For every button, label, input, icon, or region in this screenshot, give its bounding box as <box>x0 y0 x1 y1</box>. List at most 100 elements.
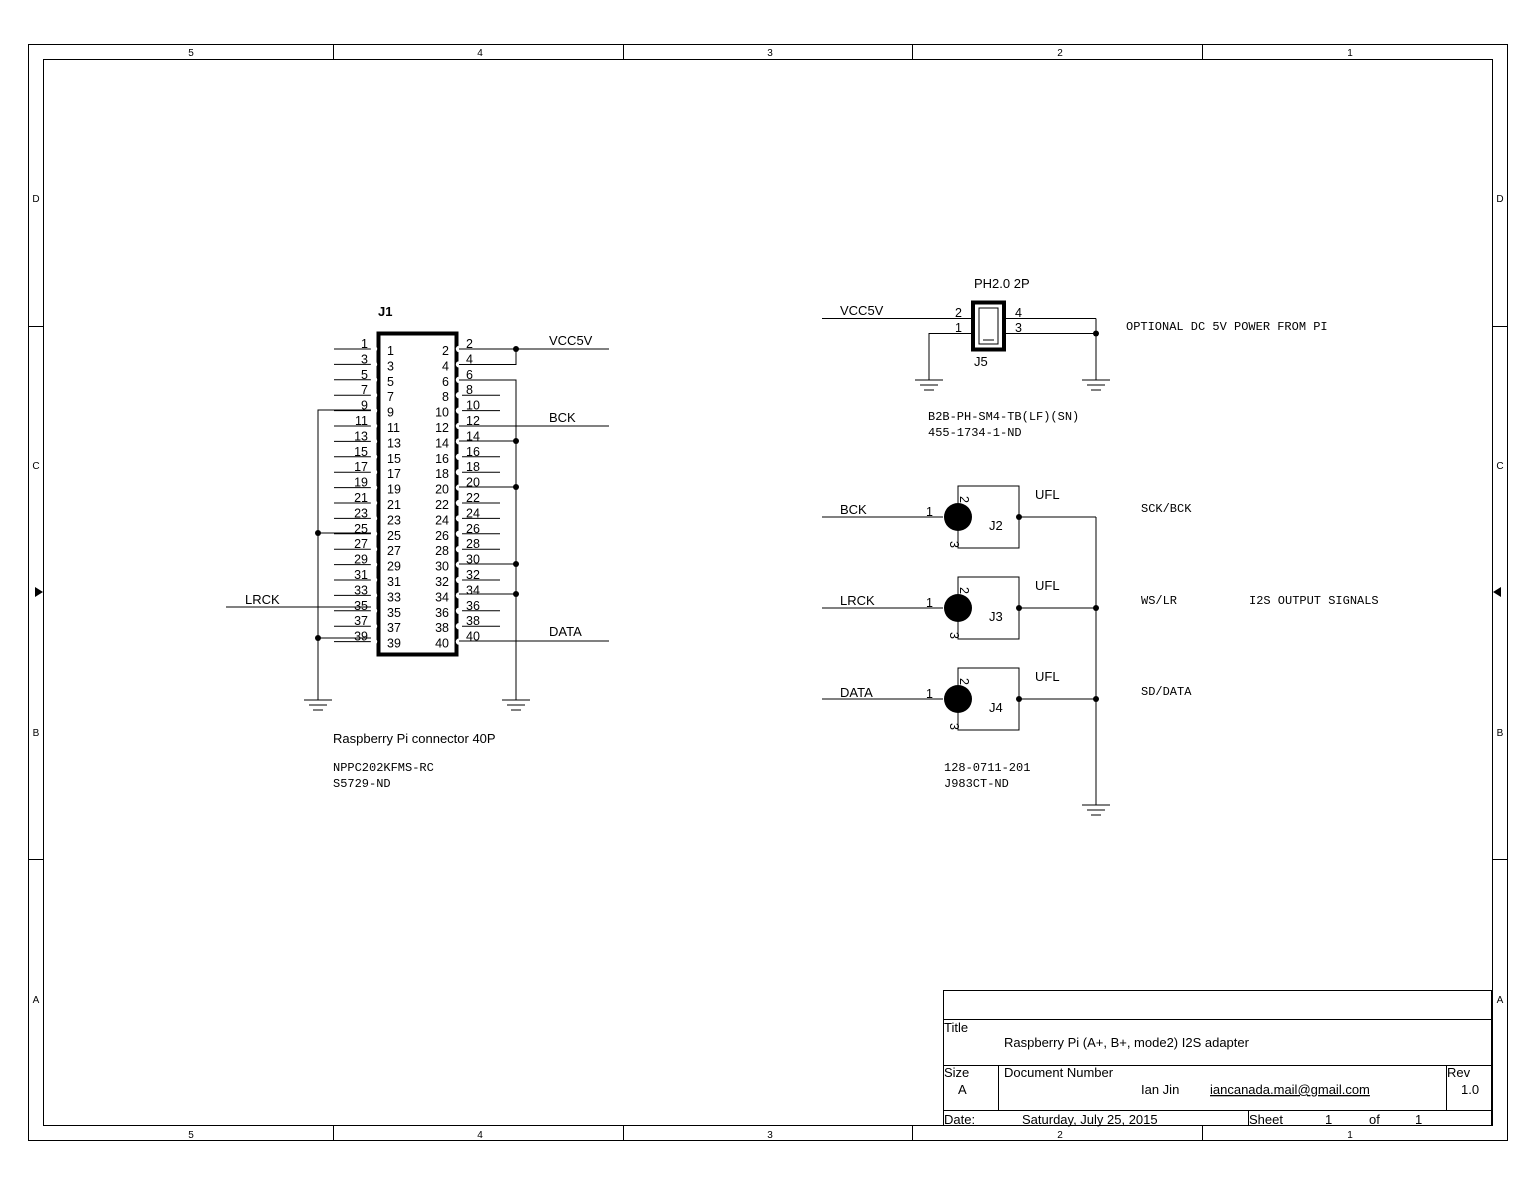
pin-number-inner: 22 <box>435 498 449 512</box>
drawing-frame <box>28 44 1508 1141</box>
pin-circle <box>370 638 378 645</box>
pin-number-inner: 19 <box>387 483 401 497</box>
ground-symbol <box>304 699 332 711</box>
row-label-left: C <box>32 461 39 472</box>
col-label-top: 5 <box>188 48 194 59</box>
pin-number-outer: 24 <box>466 506 480 520</box>
pin-number-inner: 4 <box>442 359 449 373</box>
pin-circle <box>455 546 463 553</box>
pin-circle <box>370 469 378 476</box>
pin-number-outer: 10 <box>466 399 480 413</box>
ufl-ref: J4 <box>989 700 1003 715</box>
row-label-left: A <box>33 995 40 1006</box>
pin-number-outer: 12 <box>466 414 480 428</box>
pin-number-inner: 23 <box>387 513 401 527</box>
ufl-pin3: 3 <box>947 723 961 730</box>
j5-pin1: 1 <box>955 321 962 335</box>
pin-circle <box>370 607 378 614</box>
document-number-label: Document Number <box>1004 1065 1114 1080</box>
pin-circle <box>370 484 378 491</box>
pin-number-outer: 21 <box>354 491 368 505</box>
j5-connector: PH2.0 2P J5 VCC5V 2 1 4 3 OPTIONAL DC 5V… <box>822 276 1328 440</box>
pin-number-outer: 35 <box>354 599 368 613</box>
signal-sck-bck: SCK/BCK <box>1141 502 1192 516</box>
net-vcc5v-j5: VCC5V <box>840 303 884 318</box>
pin-number-inner: 5 <box>387 375 394 389</box>
pin-number-inner: 13 <box>387 436 401 450</box>
sheet-label: Sheet <box>1249 1112 1283 1127</box>
col-label-top: 2 <box>1057 48 1063 59</box>
net-data-ufl: DATA <box>840 685 873 700</box>
pin-circle <box>455 638 463 645</box>
pin-number-outer: 2 <box>466 337 473 351</box>
pin-number-inner: 30 <box>435 560 449 574</box>
pin-number-inner: 20 <box>435 483 449 497</box>
ufl-ref: J3 <box>989 609 1003 624</box>
pin-circle <box>455 392 463 399</box>
pin-number-outer: 18 <box>466 460 480 474</box>
ground-symbol <box>1082 804 1110 816</box>
j5-body <box>971 300 1006 352</box>
pin-number-outer: 23 <box>354 506 368 520</box>
author-name: Ian Jin <box>1141 1082 1179 1097</box>
pin-number-inner: 10 <box>435 406 449 420</box>
net-vcc5v-j1: VCC5V <box>549 333 593 348</box>
pin-number-outer: 11 <box>355 414 368 428</box>
pin-number-inner: 11 <box>387 421 400 435</box>
pin-number-outer: 4 <box>466 352 473 366</box>
pin-number-outer: 1 <box>361 337 368 351</box>
pin-circle <box>370 499 378 507</box>
col-label-top: 3 <box>767 48 773 59</box>
pin-circle <box>455 530 463 537</box>
pin-number-inner: 40 <box>435 637 449 651</box>
ufl-type: UFL <box>1035 669 1060 684</box>
row-label-left: B <box>33 728 40 739</box>
j1-ref: J1 <box>378 304 392 319</box>
pin-circle <box>370 345 378 353</box>
j1-part-number: NPPC202KFMS-RC <box>333 761 434 775</box>
j5-digikey-number: 455-1734-1-ND <box>928 426 1022 440</box>
row-label-right: B <box>1497 728 1504 739</box>
pin-number-inner: 35 <box>387 606 401 620</box>
pin-number-outer: 31 <box>354 568 368 582</box>
j1-title: Raspberry Pi connector 40P <box>333 731 496 746</box>
signal-ws-lr: WS/LR <box>1141 594 1177 608</box>
pin-number-inner: 2 <box>442 344 449 358</box>
size-label: Size <box>944 1065 969 1080</box>
pin-number-outer: 22 <box>466 491 480 505</box>
pin-number-inner: 38 <box>435 621 449 635</box>
pin-number-outer: 19 <box>354 476 368 490</box>
pin-number-outer: 30 <box>466 553 480 567</box>
pin-number-outer: 25 <box>354 522 368 536</box>
pin-circle <box>370 361 378 368</box>
j5-ref: J5 <box>974 354 988 369</box>
row-label-right: C <box>1496 461 1503 472</box>
pin-circle <box>455 515 463 522</box>
pin-number-inner: 28 <box>435 544 449 558</box>
ufl-digikey-number: J983CT-ND <box>944 777 1009 791</box>
pin-circle <box>370 422 378 430</box>
pin-number-inner: 29 <box>387 560 401 574</box>
pin-number-outer: 17 <box>354 460 368 474</box>
pin-number-inner: 14 <box>435 436 449 450</box>
i2s-output-note: I2S OUTPUT SIGNALS <box>1249 594 1379 608</box>
pin-circle <box>455 484 463 491</box>
coax-center <box>954 695 962 703</box>
author-email: iancanada.mail@gmail.com <box>1210 1082 1370 1097</box>
pin-number-outer: 39 <box>354 630 368 644</box>
ufl-pin2: 2 <box>957 587 971 594</box>
pin-number-outer: 14 <box>466 429 480 443</box>
pin-circle <box>370 561 378 568</box>
j5-pin2: 2 <box>955 306 962 320</box>
row-label-left: D <box>32 194 39 205</box>
col-label-bottom: 3 <box>767 1130 773 1141</box>
net-bck-ufl: BCK <box>840 502 867 517</box>
pin-circle <box>455 607 463 614</box>
ufl-type: UFL <box>1035 487 1060 502</box>
pin-number-inner: 26 <box>435 529 449 543</box>
pin-number-inner: 12 <box>435 421 449 435</box>
